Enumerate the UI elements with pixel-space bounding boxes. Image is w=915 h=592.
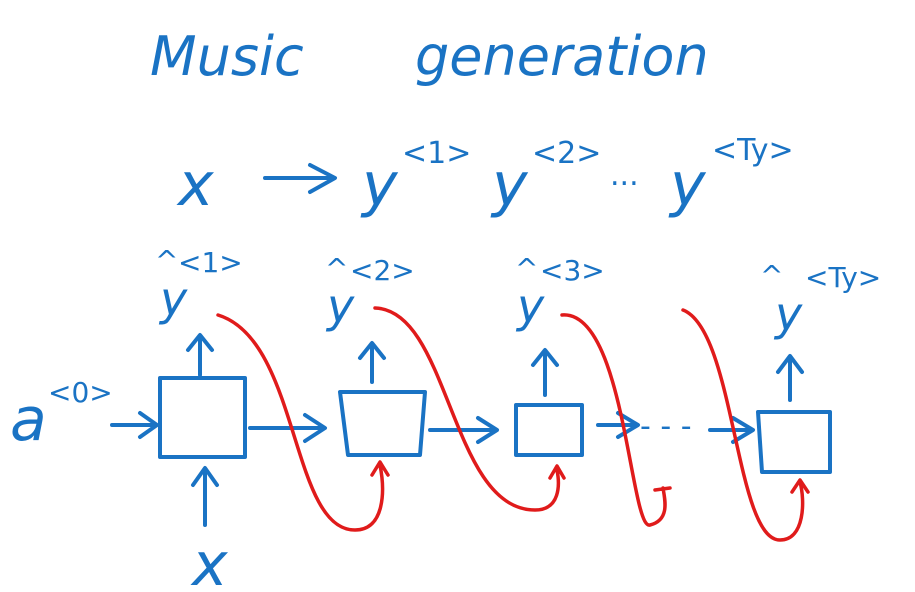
mapping-output-2-base: y	[490, 150, 529, 220]
cell-3-sup: <3>	[540, 254, 605, 287]
feedback-loops	[216, 306, 810, 542]
rnn-cell-2	[338, 390, 427, 457]
cell-ty-output-y: y	[773, 287, 803, 341]
feedback-loop-3	[560, 313, 672, 527]
rnn-cell-3	[514, 403, 584, 457]
rnn-cell-ty	[756, 410, 832, 474]
title-word-music: Music	[150, 25, 304, 88]
initial-activation-sup: <0>	[48, 376, 113, 409]
feedback-loop-2	[373, 306, 566, 512]
title-word-generation: generation	[415, 25, 709, 88]
rnn-input-x: x	[190, 530, 228, 592]
input-arrow	[191, 466, 219, 527]
cell-1-sup: <1>	[178, 246, 243, 279]
cell-3-hat: ^	[515, 252, 538, 285]
feedback-loop-1	[216, 313, 390, 532]
cell-1-output-y: y	[158, 272, 188, 326]
mapping-arrow	[263, 163, 337, 194]
up-arrows	[186, 333, 804, 402]
mapping-output-1-sup: <1>	[402, 136, 471, 171]
rnn-cell-1	[158, 376, 247, 459]
cell-2-output-y: y	[325, 279, 355, 333]
mapping-input-x: x	[176, 150, 214, 220]
mapping-output-ty-sup: <Ty>	[712, 133, 794, 168]
cell-2-sup: <2>	[350, 254, 415, 287]
horizontal-arrows	[110, 411, 755, 444]
mapping-output-2-sup: <2>	[532, 136, 601, 171]
cell-ty-hat: ^	[760, 259, 783, 292]
mapping-output-1-base: y	[360, 150, 399, 220]
cell-ty-sup: <Ty>	[805, 261, 881, 294]
cell-3-output-y: y	[515, 279, 545, 333]
mapping-output-ty-base: y	[668, 150, 707, 220]
cell-1-hat: ^	[155, 244, 178, 277]
rnn-ellipsis: - - -	[640, 409, 692, 444]
feedback-loop-ty	[681, 308, 810, 542]
cell-2-hat: ^	[325, 252, 348, 285]
mapping-ellipsis: ...	[610, 158, 639, 193]
initial-activation-a: a	[10, 385, 47, 455]
